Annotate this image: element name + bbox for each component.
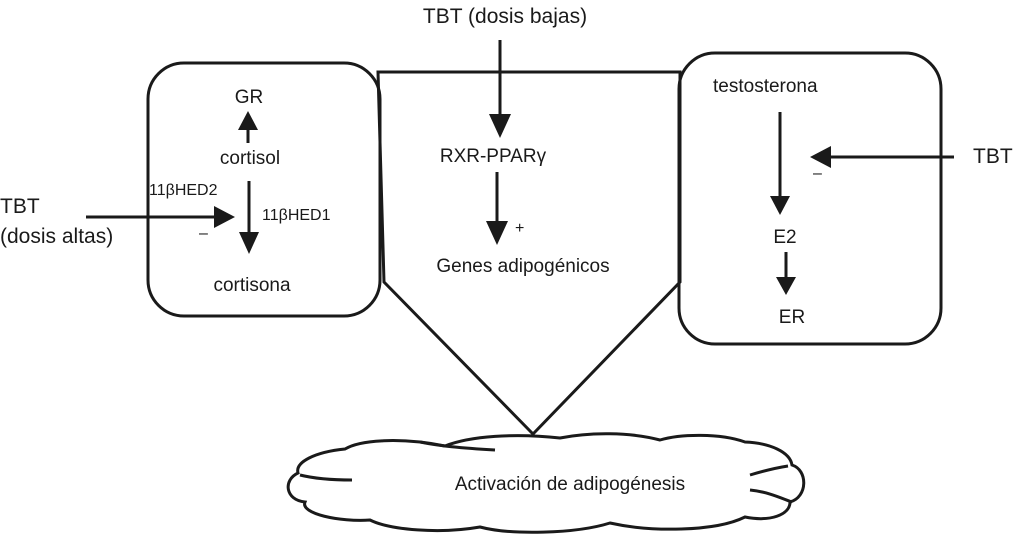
cortisol-to-gr-arrow [238,111,258,143]
cloud-inner-curl-right-low [749,488,793,504]
right-input-inhibition-arrow [810,146,954,168]
right-er: ER [779,307,805,328]
right-box [677,51,943,346]
top-input-arrow [489,40,511,138]
right-input-negative-sign: – [813,165,822,182]
left-input-label-line1: TBT [0,195,40,218]
cloud-inner-curl-left [299,473,353,482]
left-input-negative-sign: – [199,225,208,242]
left-cortisol: cortisol [220,148,280,169]
right-e2: E2 [773,227,796,248]
testosterona-to-e2-arrow [770,112,790,215]
right-input-label: TBT [973,145,1013,168]
outcome-cloud [286,432,806,534]
left-receptor-gr: GR [235,87,264,108]
center-funnel-shape [376,70,682,437]
left-cortisona: cortisona [213,275,291,296]
left-input-inhibition-arrow [86,206,235,228]
center-activation-arrow [486,172,508,245]
outcome-label: Activación de adipogénesis [455,474,685,495]
center-positive-sign: + [515,220,524,237]
left-enzyme-11bhed1: 11βHED1 [262,207,331,224]
left-box [146,61,382,318]
center-target-genes: Genes adipogénicos [436,256,609,277]
cloud-inner-curl-top [419,440,496,452]
left-enzyme-11bhed2: 11βHED2 [149,182,218,199]
right-testosterona: testosterona [713,76,818,97]
e2-to-er-arrow [776,252,796,295]
top-input-label: TBT (dosis bajas) [423,5,587,28]
center-receptor: RXR-PPARγ [440,146,547,167]
cloud-inner-curl-right [749,464,789,477]
left-input-label-line2: (dosis altas) [0,225,113,248]
cortisol-to-cortisona-arrow [239,181,259,254]
